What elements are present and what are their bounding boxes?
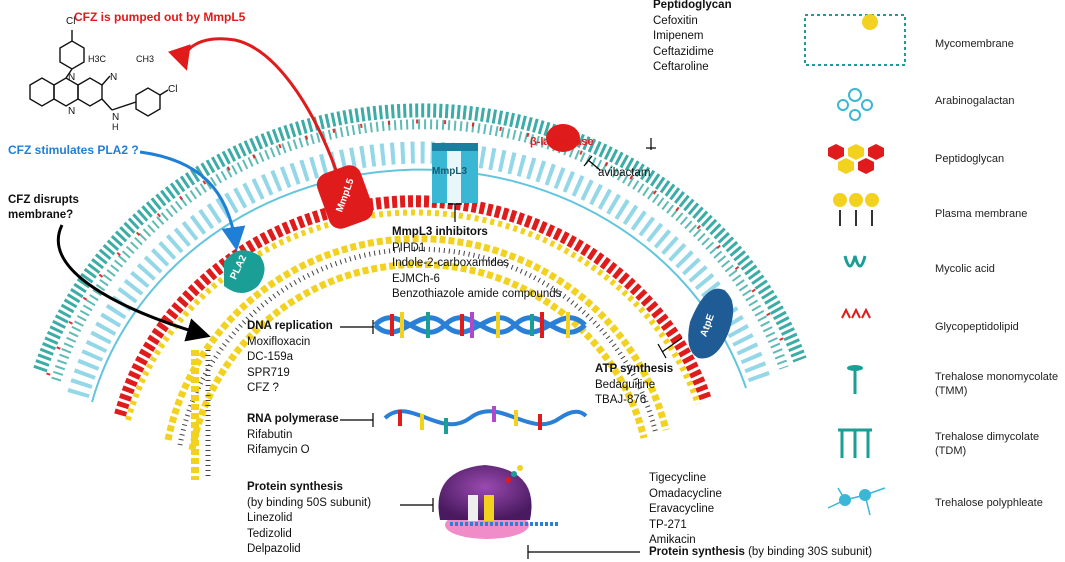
dna-drug: CFZ ?: [247, 382, 279, 394]
mol-n-2: N: [110, 72, 118, 83]
legend-item-tdm: Trehalose dimycolate (TDM): [935, 430, 1039, 458]
mol-n-1: N: [68, 72, 76, 83]
legend-label: Arabinogalactan: [935, 95, 1015, 107]
protein50-title: Protein synthesis: [247, 481, 343, 493]
mmpl3-inhibitors-title: MmpL3 inhibitors: [392, 226, 488, 238]
protein30-drug: TP-271: [649, 518, 687, 531]
legend-item-tmm: Trehalose monomycolate (TMM): [935, 370, 1058, 398]
mol-h: H: [112, 122, 119, 132]
rna-helix-icon: [383, 406, 588, 434]
peptidoglycan-drug: Cefoxitin: [653, 14, 698, 27]
atp-title: ATP synthesis: [595, 363, 674, 375]
mmpl3-inhibitor: Indole-2-carboxamides: [392, 257, 509, 269]
peptidoglycan-drug: Ceftazidime: [653, 45, 714, 58]
dna-drug: DC-159a: [247, 351, 294, 363]
legend-label: Trehalose dimycolate (TDM): [935, 431, 1040, 457]
protein30-subtitle: (by binding 30S subunit): [748, 546, 873, 558]
mol-cl-top: Cl: [66, 16, 76, 27]
protein30-title: Protein synthesis: [649, 546, 745, 558]
protein50-drug: Tedizolid: [247, 527, 292, 540]
protein50-drug: Delpazolid: [247, 543, 301, 555]
legend-label: Peptidoglycan: [935, 153, 1005, 165]
dna-helix-icon: [373, 312, 587, 338]
protein-30s-drugs: Tigecycline Omadacycline Eravacycline TP…: [649, 471, 722, 549]
blactamase-protein: [546, 124, 580, 152]
legend-label: Trehalose monomycolate (TMM): [935, 371, 1059, 397]
mol-nh: N: [112, 112, 120, 123]
protein30-drug: Amikacin: [649, 534, 696, 546]
peptidoglycan-title: Peptidoglycan: [653, 0, 732, 11]
pla2-arrow: [139, 150, 246, 251]
avibactam-label: avibactam: [598, 167, 651, 179]
peptidoglycan-drug: Imipenem: [653, 30, 704, 42]
mmpl5-efflux-arrow: [167, 37, 342, 183]
mmpl5-protein: [316, 165, 374, 229]
legend-label: Mycomembrane: [935, 38, 1014, 50]
ribosome-icon: [438, 465, 560, 539]
blactamase-label: β-lactamase: [530, 136, 594, 148]
cfz-disrupts-callout: CFZ disrupts membrane?: [8, 194, 79, 221]
protein30-drug: Omadacycline: [649, 487, 722, 500]
protein50-drug: Linezolid: [247, 512, 293, 524]
protein30-drug: Tigecycline: [649, 472, 707, 484]
protein50-subtitle: (by binding 50S subunit): [247, 496, 372, 509]
atpe-protein: [688, 288, 734, 359]
mol-ch3: CH3: [136, 54, 155, 64]
cfz-pumped-callout: CFZ is pumped out by MmpL5: [74, 10, 246, 24]
peptidoglycan-drugs: Peptidoglycan Cefoxitin Imipenem Ceftazi…: [653, 0, 732, 76]
mmpl3-inhibitor: PIPD1: [392, 241, 426, 254]
membrane-disruption-arrow: [56, 224, 211, 342]
legend-label: Plasma membrane: [935, 208, 1028, 220]
clofazimine-structure: [29, 30, 169, 117]
rna-drug: Rifamycin O: [247, 444, 310, 456]
legend-item-plasma-membrane: Plasma membrane: [935, 207, 1027, 221]
legend-item-mycolic-acid: Mycolic acid: [935, 262, 995, 276]
atp-drug: TBAJ-876: [595, 394, 647, 406]
rna-title: RNA polymerase: [247, 413, 339, 425]
atp-synthesis-drugs: ATP synthesis Bedaquiline TBAJ-876: [595, 362, 673, 409]
protein30-drug: Eravacycline: [649, 503, 715, 515]
mol-n-3: N: [68, 106, 76, 117]
mol-h3c: H3C: [88, 54, 107, 64]
legend-item-trehalose-polyphleate: Trehalose polyphleate: [935, 496, 1043, 510]
mmpl3-inhibitors: MmpL3 inhibitors PIPD1 Indole-2-carboxam…: [392, 225, 561, 303]
envelope-layers: [33, 103, 807, 480]
legend-item-arabinogalactan: Arabinogalactan: [935, 94, 1015, 108]
mol-cl-right: Cl: [168, 84, 178, 95]
legend-icons: [804, 14, 906, 516]
legend-item-glycopeptidolipid: Glycopeptidolipid: [935, 320, 1019, 334]
protein-30s-label: Protein synthesis (by binding 30S subuni…: [649, 545, 872, 560]
legend-label: Glycopeptidolipid: [935, 321, 1019, 333]
inhibition-lines: [340, 138, 683, 559]
atp-drug: Bedaquiline: [595, 378, 656, 391]
dna-title: DNA replication: [247, 320, 333, 332]
mmpl3-inhibitor: Benzothiazole amide compounds: [392, 288, 562, 300]
mmpl3-protein: [432, 143, 478, 203]
legend-label: Mycolic acid: [935, 263, 995, 275]
mmpl3-label: MmpL3: [432, 166, 467, 177]
legend-item-mycomembrane: Mycomembrane: [935, 37, 1014, 51]
rna-polymerase-drugs: RNA polymerase Rifabutin Rifamycin O: [247, 412, 339, 459]
legend-label: Trehalose polyphleate: [935, 497, 1043, 509]
protein-50s-drugs: Protein synthesis (by binding 50S subuni…: [247, 480, 371, 558]
dna-replication-drugs: DNA replication Moxifloxacin DC-159a SPR…: [247, 319, 333, 397]
cfz-pla2-callout: CFZ stimulates PLA2 ?: [8, 143, 139, 157]
dna-drug: SPR719: [247, 366, 290, 379]
dna-drug: Moxifloxacin: [247, 335, 311, 348]
legend-item-peptidoglycan: Peptidoglycan: [935, 152, 1004, 166]
rna-drug: Rifabutin: [247, 428, 293, 441]
pla2-protein: [224, 250, 265, 293]
mmpl3-inhibitor: EJMCh-6: [392, 272, 440, 285]
peptidoglycan-drug: Ceftaroline: [653, 61, 709, 73]
